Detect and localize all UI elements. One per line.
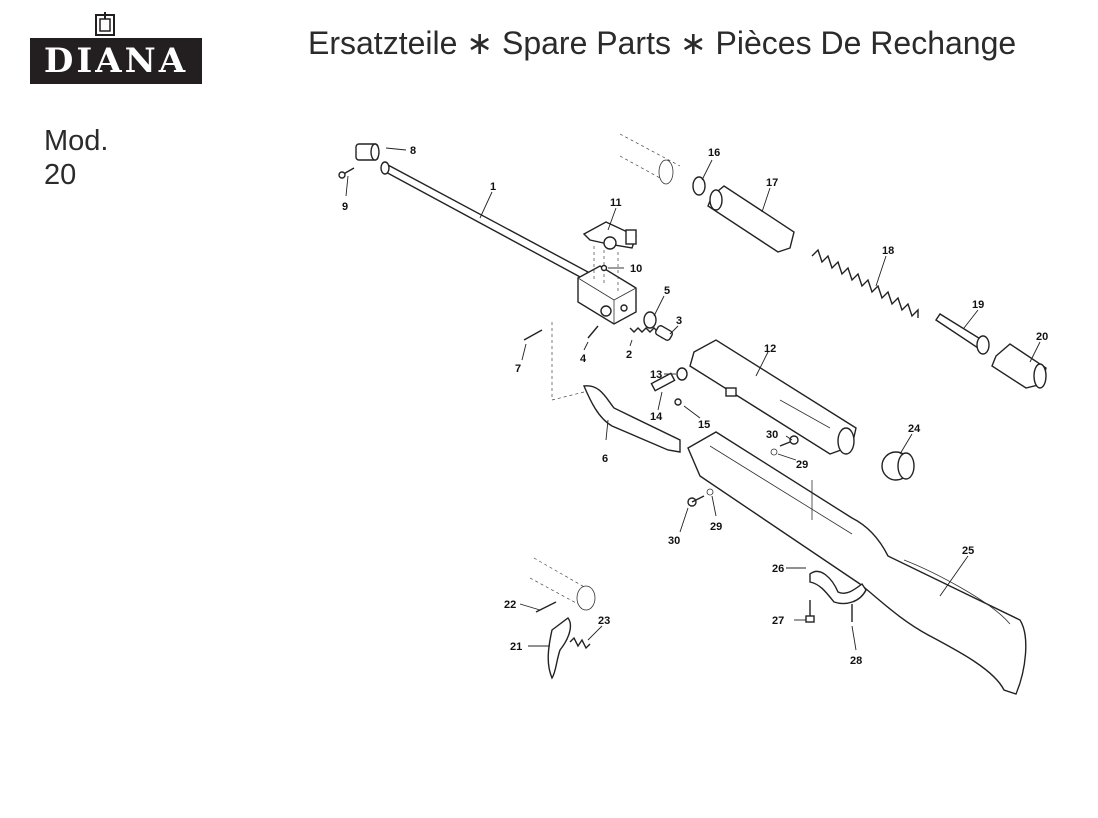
- part-mainspring: [811, 248, 919, 318]
- callout-25: 25: [962, 545, 974, 557]
- callout-21: 21: [510, 641, 522, 653]
- part-spring-guide: [935, 313, 990, 355]
- part-compression-tube: [689, 339, 857, 455]
- part-screws-13-15: [650, 367, 688, 406]
- callout-20: 20: [1036, 331, 1048, 343]
- part-small-components: [523, 311, 674, 341]
- callout-5: 5: [664, 285, 670, 297]
- callout-1: 1: [490, 181, 496, 193]
- callout-labels: 1 2 3 4 5 6 7 8 9 10 11 12 13 14 15 16 1…: [342, 145, 1048, 667]
- callout-8: 8: [410, 145, 416, 157]
- callout-28: 28: [850, 655, 862, 667]
- callout-29a: 29: [796, 459, 808, 471]
- page-title: Ersatzteile ∗ Spare Parts ∗ Pièces De Re…: [308, 25, 1017, 61]
- diana-logo: DIANA: [30, 12, 202, 84]
- callout-9: 9: [342, 201, 348, 213]
- callout-7: 7: [515, 363, 521, 375]
- callout-16: 16: [708, 147, 720, 159]
- callout-19: 19: [972, 299, 984, 311]
- callout-6: 6: [602, 453, 608, 465]
- callout-2: 2: [626, 349, 632, 361]
- part-barrel: [380, 161, 637, 325]
- part-stock: [687, 431, 1027, 695]
- callout-18: 18: [882, 245, 894, 257]
- part-trigger-assembly: [529, 557, 596, 680]
- model-label: Mod. 20: [44, 124, 108, 192]
- callout-27: 27: [772, 615, 784, 627]
- callout-30b: 30: [668, 535, 680, 547]
- model-number: 20: [44, 159, 77, 191]
- callout-15: 15: [698, 419, 710, 431]
- callout-23: 23: [598, 615, 610, 627]
- callout-10: 10: [630, 263, 642, 275]
- callout-29b: 29: [710, 521, 722, 533]
- part-front-sight: [355, 143, 380, 161]
- part-rear-sight: [582, 221, 637, 292]
- callout-26: 26: [772, 563, 784, 575]
- part-piston: [619, 133, 795, 253]
- callout-11: 11: [610, 197, 622, 209]
- part-pin-10: [600, 264, 608, 272]
- callout-24: 24: [908, 423, 921, 435]
- part-knob: [881, 451, 915, 481]
- callout-30a: 30: [766, 429, 778, 441]
- brand-name: DIANA: [30, 38, 202, 84]
- model-prefix: Mod.: [44, 125, 109, 157]
- callout-14: 14: [650, 411, 663, 423]
- leader-lines: [345, 147, 1041, 651]
- part-end-cap: [991, 343, 1047, 389]
- part-screw-9: [338, 167, 355, 179]
- part-stock-screws: [687, 435, 799, 507]
- part-trigger-guard: [805, 570, 867, 623]
- part-underlever: [551, 322, 681, 453]
- callout-17: 17: [766, 177, 778, 189]
- callout-4: 4: [580, 353, 587, 365]
- callout-12: 12: [764, 343, 776, 355]
- callout-22: 22: [504, 599, 516, 611]
- callout-13: 13: [650, 369, 662, 381]
- shield-emblem-icon: [95, 12, 115, 36]
- callout-3: 3: [676, 315, 682, 327]
